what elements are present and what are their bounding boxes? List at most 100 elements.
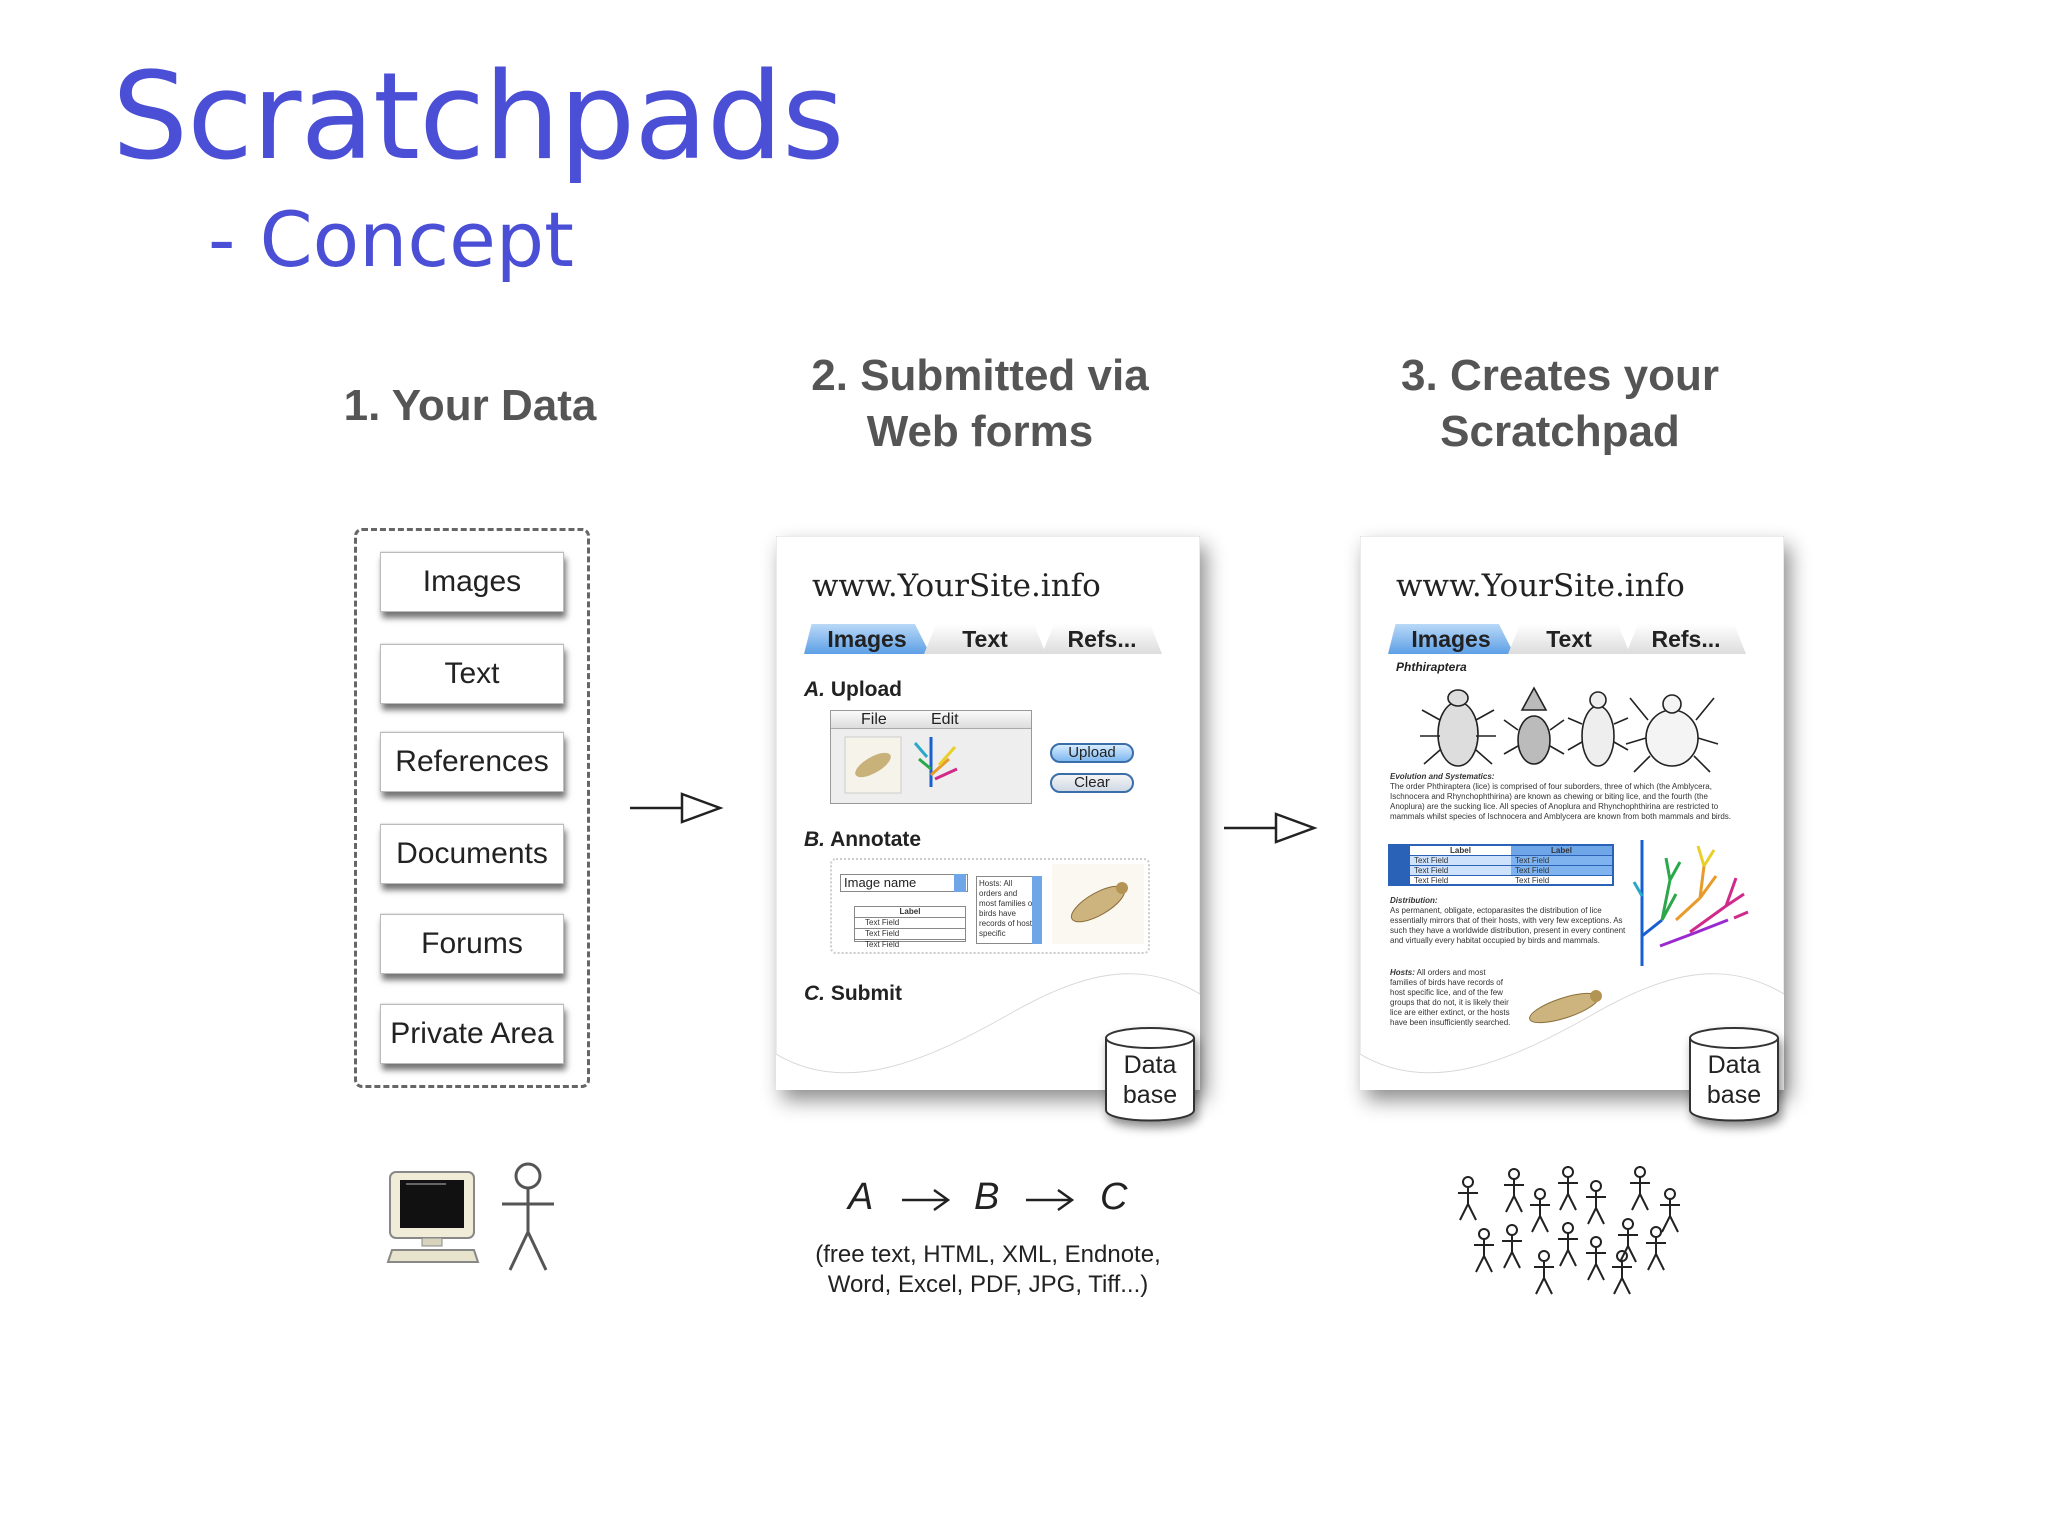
user-icon xyxy=(502,1162,554,1271)
louse-specimen-1-icon xyxy=(1420,689,1496,767)
scratchpad-table-cell-1: Text Field xyxy=(1410,856,1511,865)
hosts-section: Hosts: All orders and most families of b… xyxy=(1390,968,1514,1040)
data-item-images: Images xyxy=(380,552,564,612)
annotate-table-cell-1[interactable]: Text Field xyxy=(855,918,965,929)
hosts-text: All orders and most families of birds ha… xyxy=(1390,968,1511,1027)
upload-window: File Edit xyxy=(830,710,1032,804)
step-1-heading: 1. Your Data xyxy=(300,378,640,434)
scratchpad-table-cell-4: Text Field xyxy=(1511,866,1612,875)
scratchpad-tab-images-label: Images xyxy=(1411,625,1491,652)
annotate-table: Label Text Field Text Field Text Field xyxy=(854,906,966,949)
scratchpad-tab-images: Images xyxy=(1388,624,1514,654)
scratchpad-tab-text: Text xyxy=(1508,624,1630,654)
formats-note: (free text, HTML, XML, Endnote, Word, Ex… xyxy=(776,1240,1200,1300)
phylogeny-thumbnail-icon xyxy=(913,737,958,787)
upload-menu-bar: File Edit xyxy=(831,711,1031,729)
formats-line2: Word, Excel, PDF, JPG, Tiff...) xyxy=(827,1271,1149,1298)
scratchpad-tab-text-label: Text xyxy=(1546,625,1592,652)
your-data-container xyxy=(354,528,590,1088)
annotate-table-header: Label xyxy=(855,907,965,918)
form-tab-text-label: Text xyxy=(962,625,1008,652)
upload-thumbnails xyxy=(844,736,958,794)
database-label-line2: base xyxy=(1122,1081,1178,1109)
evolution-heading: Evolution and Systematics: xyxy=(1390,772,1495,781)
form-step-annotate-letter: B. xyxy=(804,828,825,851)
image-name-field[interactable]: Image name xyxy=(840,874,968,892)
scratchpad-tab-refs: Refs... xyxy=(1626,624,1746,654)
hosts-heading: Hosts: xyxy=(1390,968,1415,977)
louse-hosts-image xyxy=(1529,990,1602,1024)
step-1-heading-line1: 1. Your Data xyxy=(343,381,597,430)
data-item-documents: Documents xyxy=(380,824,564,884)
scratchpad-table-cell-6: Text Field xyxy=(1515,876,1550,885)
flow-arrow-a-b xyxy=(902,1188,951,1212)
step-3-heading-line1: 3. Creates your xyxy=(1401,351,1719,400)
louse-specimen-4-icon xyxy=(1625,694,1719,773)
slide-title: Scratchpads xyxy=(112,48,844,187)
louse-specimen-3-icon xyxy=(1567,691,1629,767)
scratchpad-table-cell-5: Text Field xyxy=(1414,876,1449,885)
annotate-table-cell-3[interactable]: Text Field xyxy=(865,940,900,949)
arrow-1-to-2 xyxy=(630,792,724,824)
form-step-upload: A. Upload xyxy=(804,678,902,702)
annotate-panel xyxy=(830,858,1150,954)
louse-annotate-image xyxy=(1052,864,1144,944)
form-step-upload-label: Upload xyxy=(830,678,903,701)
distribution-text: As permanent, obligate, ectoparasites th… xyxy=(1390,906,1626,945)
scratchpad-table-header-1: Label xyxy=(1450,846,1471,855)
form-step-submit-letter: C. xyxy=(804,982,825,1005)
database-icon xyxy=(1105,1027,1195,1122)
evolution-text: The order Phthiraptera (lice) is compris… xyxy=(1390,782,1732,821)
scratchpad-table-header-2: Label xyxy=(1511,846,1612,855)
step-3-heading: 3. Creates your Scratchpad xyxy=(1340,348,1780,460)
data-item-forums: Forums xyxy=(380,914,564,974)
distribution-section: Distribution: As permanent, obligate, ec… xyxy=(1390,896,1626,958)
form-step-upload-letter: A. xyxy=(804,678,825,701)
lice-specimens xyxy=(1420,686,1719,773)
louse-thumbnail-icon xyxy=(855,752,891,778)
hosts-note-field[interactable]: Hosts: All orders and most families of b… xyxy=(976,876,1038,944)
step-2-heading-line1: 2. Submitted via xyxy=(811,351,1149,400)
form-site-url: www.YourSite.info xyxy=(812,568,1101,604)
hosts-note-scroll xyxy=(1032,876,1042,944)
flow-c: C xyxy=(1100,1176,1128,1218)
database-label-2-line1: Data xyxy=(1707,1051,1761,1079)
scratchpad-tab-refs-label: Refs... xyxy=(1651,625,1721,652)
database-label: Data base xyxy=(1104,1050,1196,1110)
database-icon-2 xyxy=(1689,1027,1779,1122)
data-item-references: References xyxy=(380,732,564,792)
step-2-heading: 2. Submitted via Web forms xyxy=(760,348,1200,460)
form-step-submit: C. Submit xyxy=(804,982,902,1006)
scratchpad-table-cell-3: Text Field xyxy=(1410,866,1511,875)
phylogeny-tree-icon xyxy=(1632,840,1749,966)
flow-b: B xyxy=(974,1176,1000,1218)
menu-edit: Edit xyxy=(931,711,959,728)
form-tab-refs-label: Refs... xyxy=(1067,625,1137,652)
formats-line1: (free text, HTML, XML, Endnote, xyxy=(815,1241,1161,1268)
step-3-heading-line2: Scratchpad xyxy=(1440,407,1680,456)
database-label-2-line2: base xyxy=(1706,1081,1762,1109)
form-tab-text: Text xyxy=(924,624,1046,654)
louse-icon xyxy=(1070,882,1128,923)
louse-specimen-2-icon xyxy=(1503,686,1565,765)
image-name-scroll xyxy=(954,874,966,892)
form-tab-images: Images xyxy=(804,624,930,654)
clear-button[interactable]: Clear xyxy=(1050,773,1134,793)
scratchpad-site-url: www.YourSite.info xyxy=(1396,568,1685,604)
web-form-page xyxy=(776,536,1200,1090)
slide-subtitle: - Concept xyxy=(208,195,574,284)
distribution-heading: Distribution: xyxy=(1390,896,1438,905)
flow-arrow-b-c xyxy=(1026,1188,1075,1212)
upload-button[interactable]: Upload xyxy=(1050,743,1134,763)
menu-file: File xyxy=(861,711,887,728)
form-step-annotate: B. Annotate xyxy=(804,828,921,852)
taxon-name: Phthiraptera xyxy=(1396,660,1467,674)
computer-icon xyxy=(386,1171,480,1263)
annotate-table-cell-2[interactable]: Text Field xyxy=(855,929,965,940)
data-item-text: Text xyxy=(380,644,564,704)
scratchpad-table: Label Label Text Field Text Field Text F… xyxy=(1388,844,1614,886)
form-step-submit-label: Submit xyxy=(830,982,903,1005)
form-tab-images-label: Images xyxy=(827,625,907,652)
evolution-section: Evolution and Systematics: The order Pht… xyxy=(1390,772,1736,834)
arrow-2-to-3 xyxy=(1224,812,1318,844)
